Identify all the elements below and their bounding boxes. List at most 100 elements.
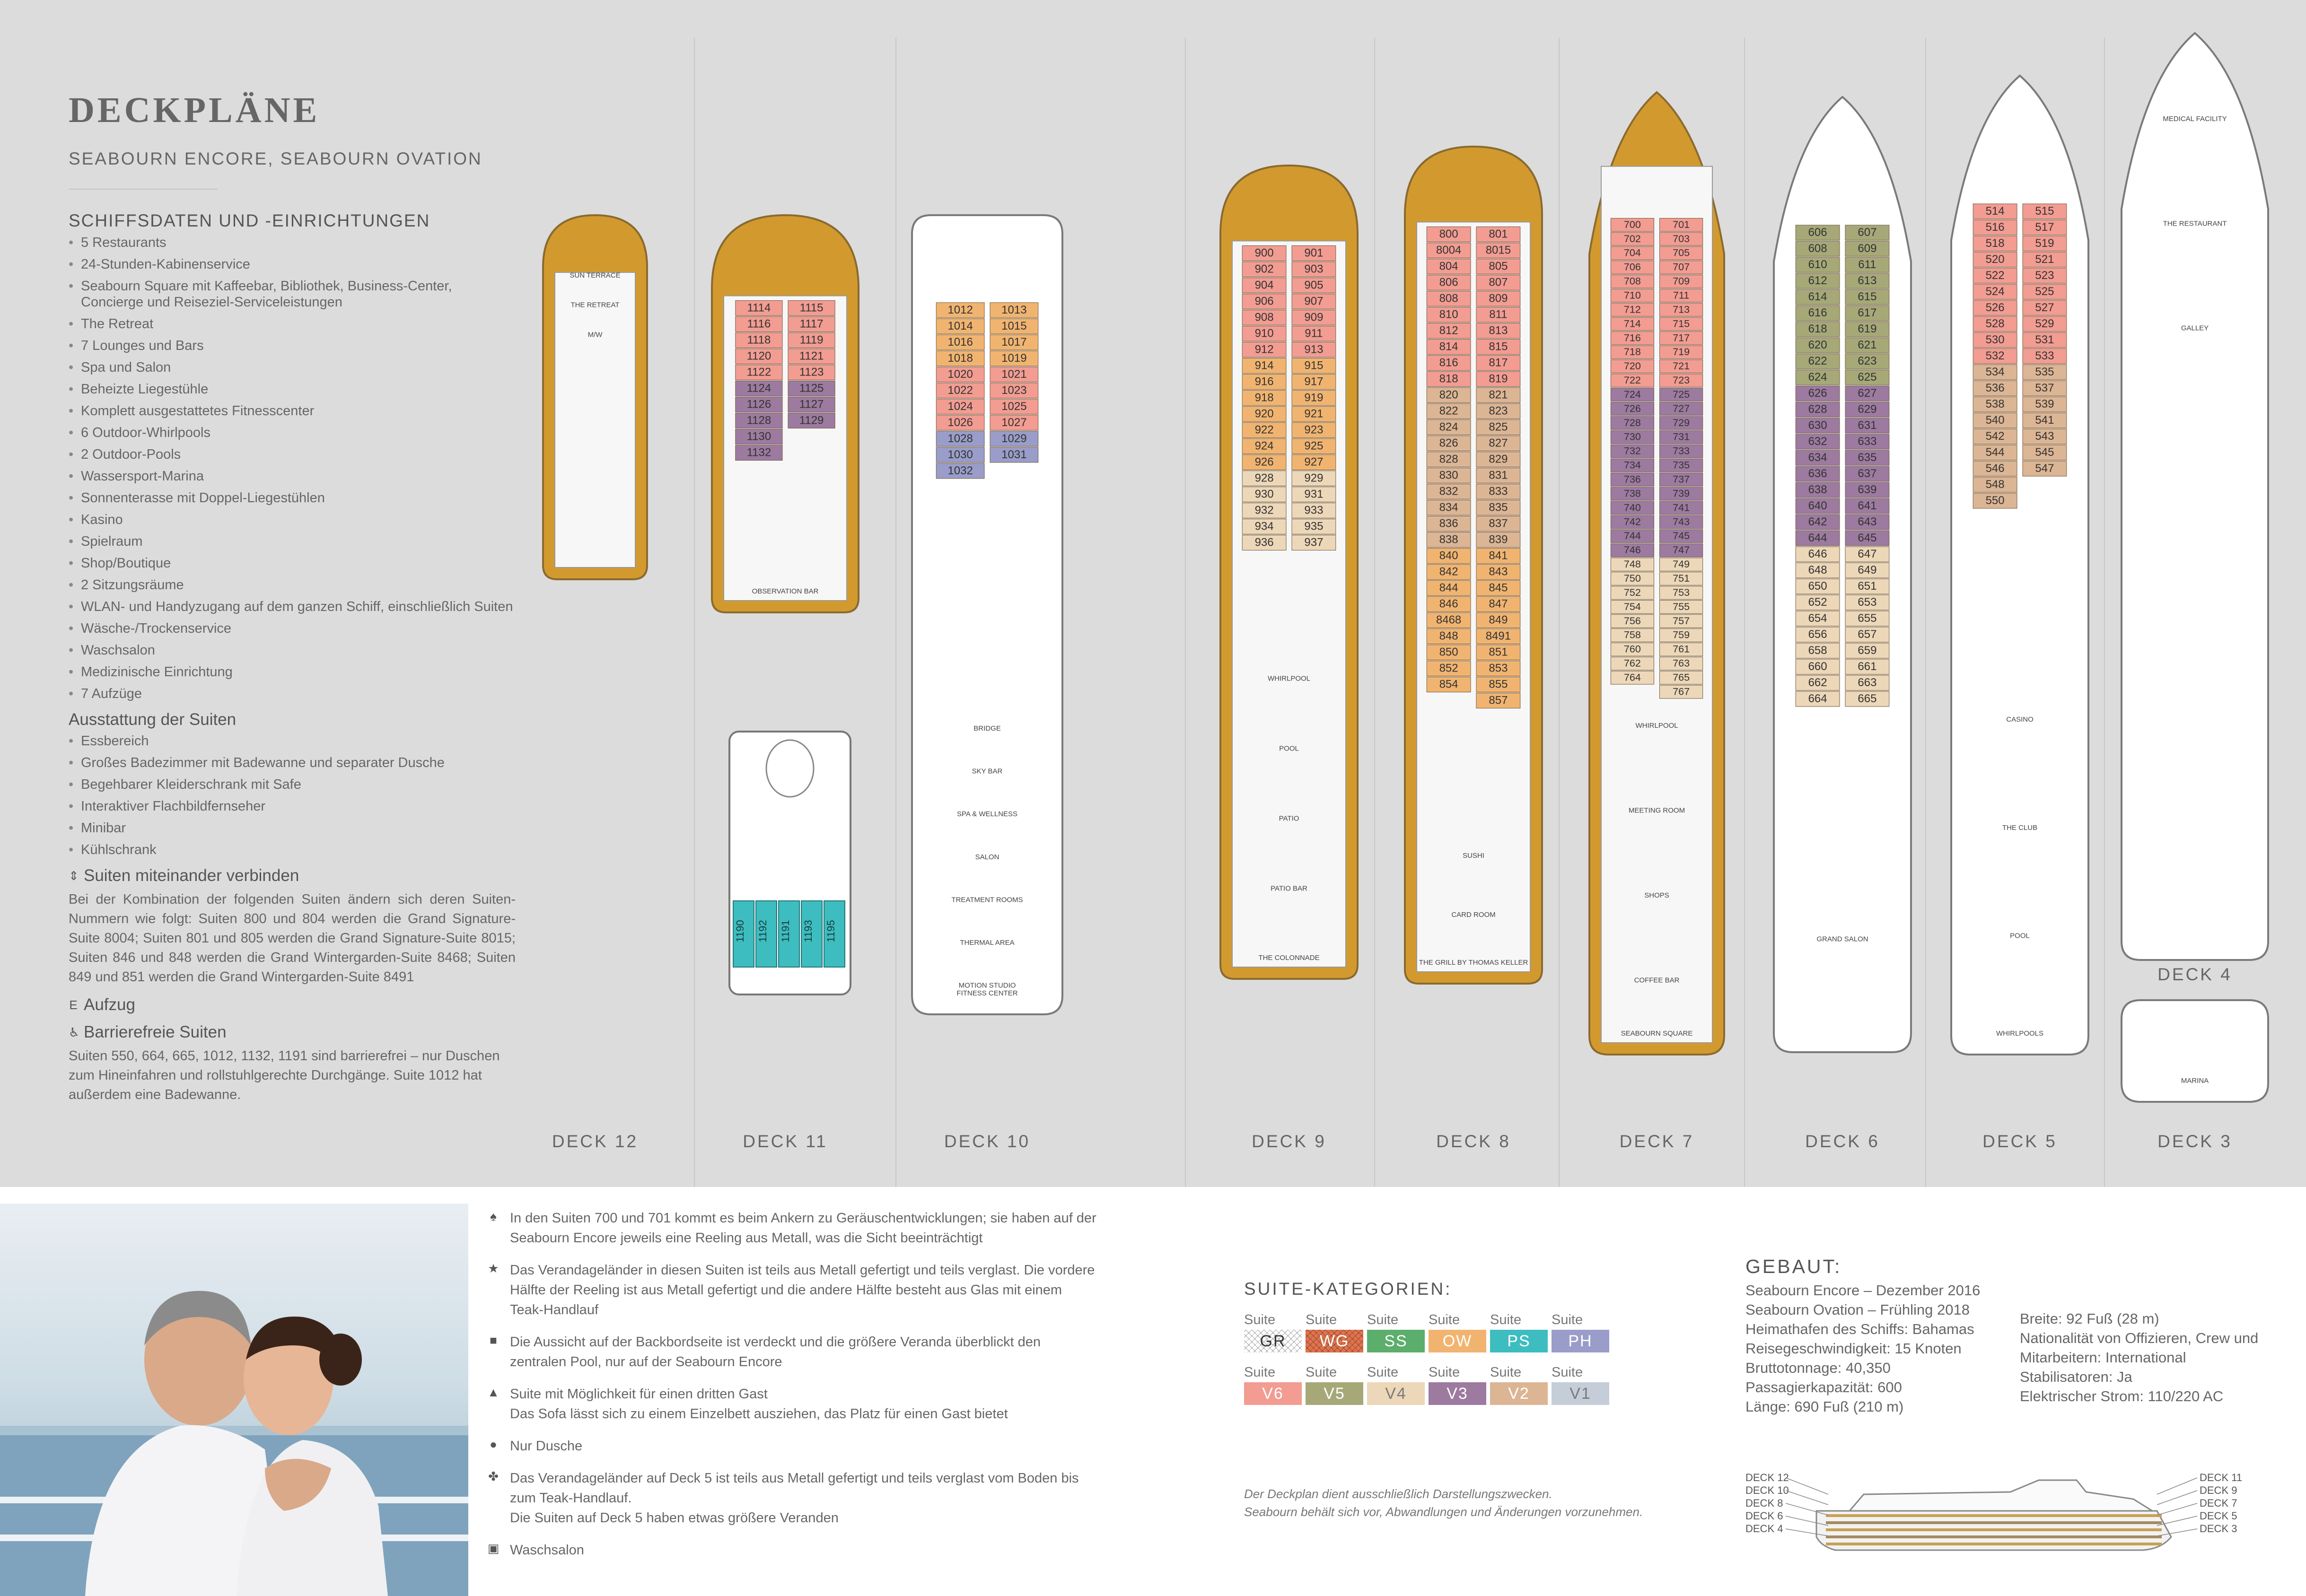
cabin[interactable] — [1426, 323, 1471, 339]
cabin[interactable] — [1845, 241, 1890, 257]
cabin[interactable] — [1973, 493, 2017, 509]
cabin[interactable] — [1426, 468, 1471, 483]
cabin[interactable] — [1610, 388, 1654, 402]
cabin[interactable] — [1795, 643, 1840, 659]
cabin[interactable] — [1426, 452, 1471, 467]
cabin[interactable] — [1795, 659, 1840, 675]
cabin[interactable] — [1476, 403, 1521, 419]
cabin[interactable] — [1476, 307, 1521, 323]
cabin[interactable] — [1426, 500, 1471, 515]
cabin[interactable] — [1845, 546, 1890, 562]
cabin[interactable] — [1845, 578, 1890, 594]
cabin[interactable] — [735, 413, 783, 428]
cabin[interactable] — [1426, 355, 1471, 371]
cabin[interactable] — [1659, 628, 1703, 642]
cabin[interactable] — [735, 349, 783, 364]
cabin[interactable] — [1973, 428, 2017, 445]
cabin[interactable] — [1242, 535, 1287, 550]
cabin[interactable] — [1426, 307, 1471, 323]
cabin[interactable] — [1795, 225, 1840, 241]
cabin[interactable] — [1845, 385, 1890, 401]
cabin[interactable] — [1610, 558, 1654, 572]
cabin[interactable] — [1426, 419, 1471, 435]
cabin[interactable] — [2022, 235, 2067, 252]
cabin[interactable] — [1476, 516, 1521, 532]
cabin[interactable] — [1795, 321, 1840, 337]
cabin[interactable] — [1795, 610, 1840, 627]
cabin[interactable] — [1291, 310, 1336, 325]
cabin[interactable] — [1426, 387, 1471, 403]
cabin[interactable] — [936, 447, 985, 463]
cabin[interactable] — [1973, 284, 2017, 300]
cabin[interactable] — [2022, 445, 2067, 461]
cabin[interactable] — [1659, 359, 1703, 374]
cabin[interactable] — [2022, 252, 2067, 268]
cabin[interactable] — [1426, 516, 1471, 532]
cabin[interactable] — [1610, 501, 1654, 515]
cabin[interactable] — [1845, 225, 1890, 241]
cabin[interactable] — [1845, 418, 1890, 434]
cabin[interactable] — [1610, 232, 1654, 246]
cabin[interactable] — [1659, 303, 1703, 317]
cabin[interactable] — [1242, 390, 1287, 406]
cabin[interactable] — [1795, 418, 1840, 434]
cabin[interactable] — [1659, 374, 1703, 388]
cabin[interactable] — [1845, 514, 1890, 530]
cabin[interactable] — [1845, 610, 1890, 627]
cabin[interactable] — [1476, 596, 1521, 612]
cabin[interactable] — [1426, 436, 1471, 451]
cabin[interactable] — [1476, 548, 1521, 564]
cabin[interactable] — [1291, 406, 1336, 422]
cabin[interactable] — [1242, 326, 1287, 341]
cabin[interactable] — [1845, 305, 1890, 321]
cabin[interactable] — [1795, 369, 1840, 385]
cabin[interactable] — [1659, 671, 1703, 685]
cabin[interactable] — [990, 431, 1039, 447]
cabin[interactable] — [2022, 332, 2067, 348]
cabin[interactable] — [1795, 546, 1840, 562]
cabin[interactable] — [1659, 572, 1703, 586]
cabin[interactable] — [1795, 385, 1840, 401]
cabin[interactable] — [1242, 358, 1287, 374]
cabin[interactable] — [1426, 339, 1471, 355]
cabin[interactable] — [1610, 402, 1654, 416]
cabin[interactable] — [1659, 232, 1703, 246]
cabin[interactable] — [1659, 458, 1703, 472]
cabin[interactable] — [1795, 450, 1840, 466]
cabin[interactable] — [1291, 326, 1336, 341]
cabin[interactable] — [1659, 501, 1703, 515]
cabin[interactable] — [1476, 436, 1521, 451]
cabin[interactable] — [1610, 600, 1654, 614]
cabin[interactable] — [1795, 401, 1840, 418]
cabin[interactable] — [1845, 643, 1890, 659]
cabin[interactable] — [1291, 262, 1336, 277]
cabin[interactable] — [778, 900, 800, 968]
cabin[interactable] — [1973, 300, 2017, 316]
cabin[interactable] — [1610, 374, 1654, 388]
cabin[interactable] — [990, 350, 1039, 366]
cabin[interactable] — [1973, 412, 2017, 428]
cabin[interactable] — [1610, 628, 1654, 642]
cabin[interactable] — [1426, 291, 1471, 306]
cabin[interactable] — [2022, 316, 2067, 332]
cabin[interactable] — [1426, 661, 1471, 676]
cabin[interactable] — [1795, 337, 1840, 353]
cabin[interactable] — [936, 334, 985, 350]
cabin[interactable] — [1476, 243, 1521, 258]
cabin[interactable] — [1659, 402, 1703, 416]
cabin[interactable] — [1242, 310, 1287, 325]
cabin[interactable] — [735, 365, 783, 380]
cabin[interactable] — [1845, 498, 1890, 514]
cabin[interactable] — [1242, 422, 1287, 438]
cabin[interactable] — [1610, 487, 1654, 501]
cabin[interactable] — [788, 332, 835, 348]
cabin[interactable] — [990, 383, 1039, 399]
cabin[interactable] — [1845, 627, 1890, 643]
cabin[interactable] — [2022, 203, 2067, 219]
cabin[interactable] — [936, 350, 985, 366]
cabin[interactable] — [1476, 371, 1521, 387]
cabin[interactable] — [1795, 498, 1840, 514]
cabin[interactable] — [1659, 529, 1703, 543]
cabin[interactable] — [1845, 594, 1890, 610]
cabin[interactable] — [1291, 422, 1336, 438]
